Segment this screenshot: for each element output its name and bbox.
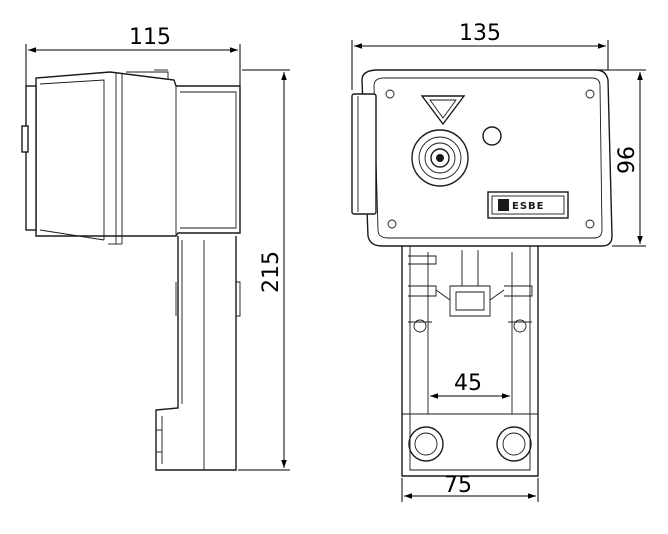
screw-icon [387, 219, 397, 229]
screw-icon [385, 89, 395, 99]
triangle-indicator-icon [420, 95, 466, 126]
fitting-icon [496, 426, 532, 462]
side-height-dimension: 215 [238, 69, 290, 471]
screw-icon [585, 89, 595, 99]
screw-icon [585, 219, 595, 229]
front-width-dimension: 135 [351, 21, 609, 90]
front-width-label: 135 [459, 21, 501, 46]
side-height-label: 215 [259, 251, 284, 293]
front-head-height-dimension: 96 [598, 69, 646, 247]
front-base-width-label: 75 [444, 473, 472, 498]
led-icon [482, 126, 502, 146]
front-head-height-label: 96 [615, 146, 640, 174]
brand-logo-text: ESBE [512, 201, 545, 212]
side-view [21, 69, 241, 471]
front-view: ESBE [351, 69, 613, 477]
knob-icon [411, 129, 469, 187]
fitting-icon [408, 426, 444, 462]
side-width-label: 115 [129, 25, 171, 50]
brand-logo [487, 191, 569, 219]
front-inner-width-dimension: 45 [430, 371, 510, 399]
side-width-dimension: 115 [25, 25, 241, 86]
front-inner-width-label: 45 [454, 371, 482, 396]
front-base-width-dimension: 75 [401, 473, 539, 502]
